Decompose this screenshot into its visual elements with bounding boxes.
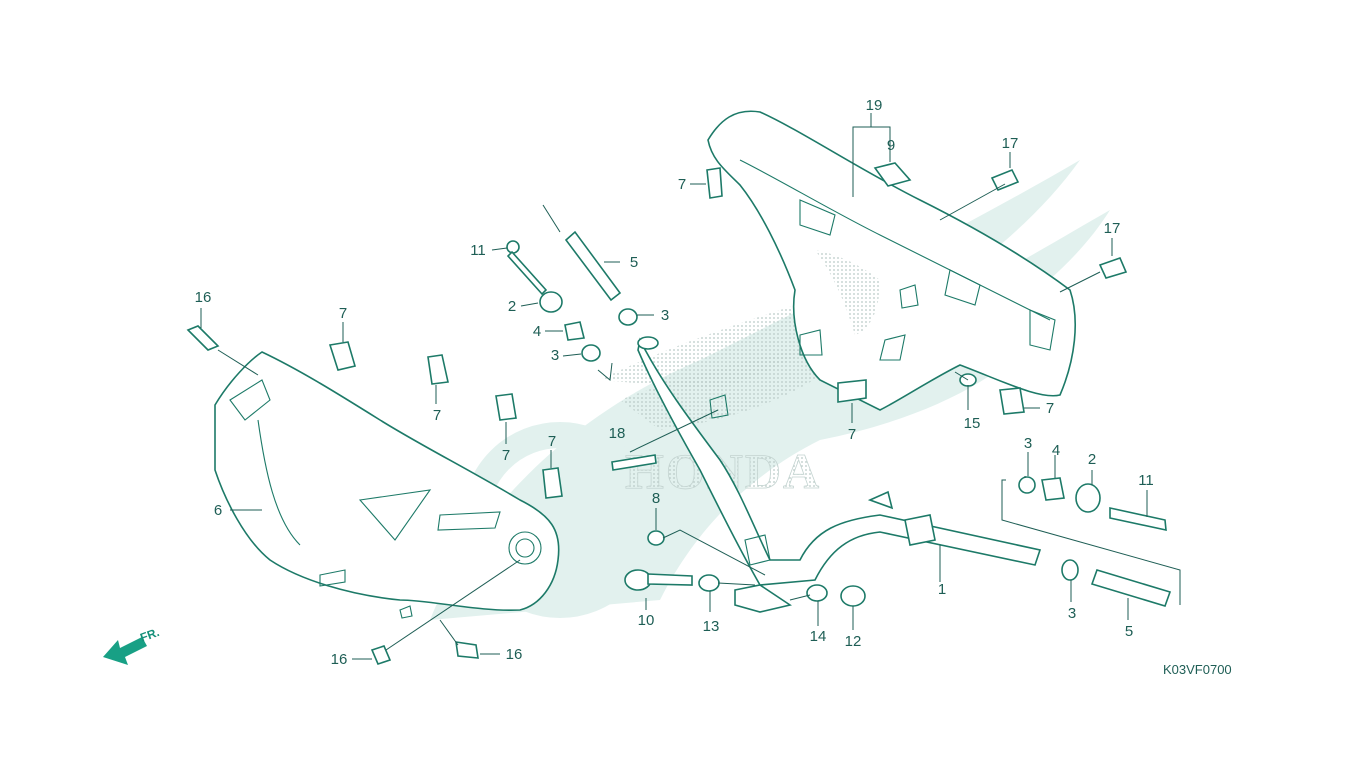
callout-5-right: 5 [1125,623,1133,640]
callout-2-right: 2 [1088,451,1096,468]
callout-14: 14 [810,628,827,645]
small-parts [186,162,1172,665]
callout-13: 13 [703,618,720,635]
front-direction-label: FR. [138,625,161,645]
callout-6: 6 [214,502,222,519]
callout-17-right: 17 [1104,220,1121,237]
handlebar-pipe [637,336,1042,613]
callout-11-right: 11 [1138,472,1154,489]
callout-16-bottom-right: 16 [506,646,523,663]
rear-handlebar-cover [707,110,1076,411]
callout-15: 15 [964,415,981,432]
front-handlebar-cover [214,351,560,619]
callout-10: 10 [638,612,655,629]
callout-3-right-lower: 3 [1068,605,1076,622]
diagram-code: K03VF0700 [1163,662,1232,677]
callout-7-c: 7 [502,447,510,464]
callout-3-left-lower: 3 [551,347,559,364]
callout-5-left: 5 [630,254,638,271]
callout-2-left: 2 [508,298,516,315]
callout-8: 8 [652,490,660,507]
callout-7-g: 7 [1046,400,1054,417]
callout-19: 19 [866,97,883,114]
front-direction-arrow: FR. [103,625,161,665]
callout-17-top: 17 [1002,135,1019,152]
callout-9: 9 [887,137,895,154]
callout-11-left: 11 [470,242,486,259]
callout-7-d: 7 [548,433,556,450]
callout-1: 1 [938,581,946,598]
callout-7-e: 7 [678,176,686,193]
callout-7-b: 7 [433,407,441,424]
callout-3-left-upper: 3 [661,307,669,324]
callout-7-f: 7 [848,426,856,443]
callout-4-left: 4 [533,323,541,340]
callout-3-right-upper: 3 [1024,435,1032,452]
callout-18: 18 [609,425,626,442]
callout-labels: 1 2 2 3 3 3 3 4 4 5 5 6 7 7 7 7 7 7 7 8 … [195,97,1154,668]
callout-4-right: 4 [1052,442,1060,459]
callout-16-bottom-left: 16 [331,651,348,668]
callout-7-a: 7 [339,305,347,322]
callout-16-top: 16 [195,289,212,306]
callout-12: 12 [845,633,862,650]
leader-lines [200,113,1181,660]
